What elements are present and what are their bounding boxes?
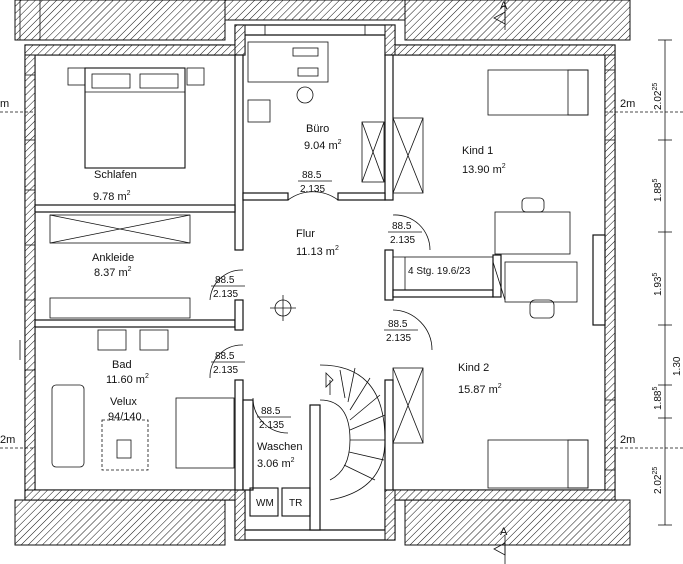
room-area-waschen: 3.06 m2: [257, 457, 295, 470]
kind1-furniture: [361, 69, 589, 255]
svg-text:88.5: 88.5: [215, 275, 235, 286]
interior-walls: [34, 54, 606, 531]
svg-text:2.135: 2.135: [300, 184, 325, 195]
velux-label: Velux: [110, 396, 137, 408]
dim-6: 2.0225: [652, 467, 664, 494]
section-marker-top: A: [493, 0, 508, 30]
room-area-kind1: 13.90 m2: [462, 163, 506, 176]
svg-text:2.135: 2.135: [213, 365, 238, 376]
door-label-bad: 88.5 2.135: [211, 351, 245, 376]
level-mark-left-bottom: 2m: [0, 434, 15, 446]
room-area-flur: 11.13 m2: [296, 245, 339, 258]
windows: [24, 24, 616, 471]
level-mark-right-top: 2m: [620, 98, 635, 110]
door-label-buero: 88.5 2.135: [298, 170, 332, 195]
door-label-waschen: 88.5 2.135: [257, 406, 291, 431]
room-name-kind1: Kind 1: [462, 145, 493, 157]
center-mark: [270, 295, 296, 321]
dimension-line-right: [658, 39, 672, 526]
room-name-flur: Flur: [296, 228, 315, 240]
svg-text:2.135: 2.135: [386, 333, 411, 344]
room-name-buero: Büro: [306, 123, 329, 135]
dim-2: 1.885: [652, 179, 664, 202]
svg-text:88.5: 88.5: [388, 319, 408, 330]
staircase: [319, 256, 506, 501]
bathroom-fixtures: [51, 329, 235, 471]
svg-text:2.135: 2.135: [390, 235, 415, 246]
door-label-ankleide: 88.5 2.135: [211, 275, 245, 300]
office-desk: [247, 41, 329, 123]
room-name-schlafen: Schlafen: [94, 169, 137, 181]
dim-1: 2.0225: [652, 83, 664, 110]
appliance-boxes: [249, 487, 311, 517]
exterior-walls: [24, 24, 616, 541]
svg-text:A: A: [500, 0, 508, 12]
section-marker-bottom: A: [493, 526, 508, 564]
level-mark-right-bottom: 2m: [620, 434, 635, 446]
level-mark-left-top: m: [0, 98, 9, 110]
washing-machine-label: WM: [256, 498, 274, 509]
svg-text:88.5: 88.5: [261, 406, 281, 417]
svg-text:88.5: 88.5: [302, 170, 322, 181]
room-area-ankleide: 8.37 m2: [94, 266, 132, 279]
room-name-kind2: Kind 2: [458, 362, 489, 374]
room-area-kind2: 15.87 m2: [458, 383, 502, 396]
room-area-bad: 11.60 m2: [106, 373, 149, 386]
level-lines: [0, 0, 683, 449]
room-name-ankleide: Ankleide: [92, 252, 134, 264]
kind2-furniture: [392, 261, 589, 489]
dim-5: 1.885: [652, 387, 664, 410]
room-name-waschen: Waschen: [257, 441, 302, 453]
room-name-bad: Bad: [112, 359, 132, 371]
door-label-kind1: 88.5 2.135: [388, 221, 422, 246]
svg-text:88.5: 88.5: [392, 221, 412, 232]
svg-text:A: A: [500, 526, 508, 538]
wardrobe: [49, 214, 191, 319]
dryer-label: TR: [289, 498, 302, 509]
svg-text:2.135: 2.135: [213, 289, 238, 300]
dim-3: 1.935: [652, 273, 664, 296]
double-bed: [67, 67, 205, 169]
stairs-label: 4 Stg. 19.6/23: [408, 266, 471, 277]
room-area-schlafen: 9.78 m2: [93, 190, 131, 203]
dim-4: 1.30: [672, 356, 683, 376]
svg-text:2.135: 2.135: [259, 420, 284, 431]
door-label-kind2: 88.5 2.135: [384, 319, 418, 344]
svg-text:88.5: 88.5: [215, 351, 235, 362]
door-swings: [209, 191, 433, 434]
room-area-buero: 9.04 m2: [304, 139, 342, 152]
roof-overhang: [14, 0, 631, 546]
velux-size: 94/140: [108, 411, 142, 423]
